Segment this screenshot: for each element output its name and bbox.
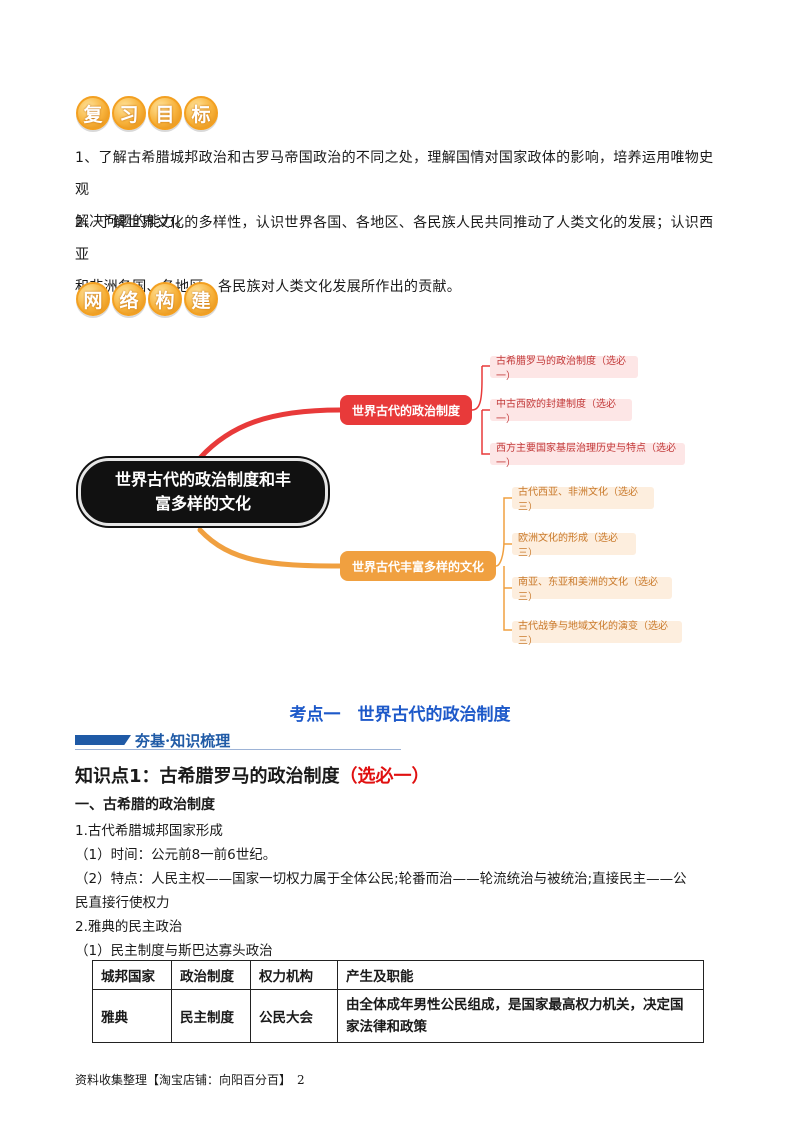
badge-char: 络 bbox=[112, 282, 146, 316]
center-line-1: 世界古代的政治制度和丰 bbox=[114, 470, 291, 489]
leaf-culture: 欧洲文化的形成（选必三） bbox=[512, 533, 636, 559]
content-line: 1.古代希腊城邦国家形成 bbox=[75, 823, 223, 839]
content-line: （1）民主制度与斯巴达寡头政治 bbox=[75, 943, 273, 959]
content-line: （2）特点：人民主权——国家一切权力属于全体公民;轮番而治——轮流统治与被统治;… bbox=[75, 871, 687, 887]
table-header-cell: 权力机构 bbox=[250, 960, 338, 990]
content-line: （1）时间：公元前8一前6世纪。 bbox=[75, 847, 277, 863]
table-cell: 雅典 bbox=[92, 989, 172, 1043]
table-header-cell: 城邦国家 bbox=[92, 960, 172, 990]
leaf-culture: 古代西亚、非洲文化（选必三） bbox=[512, 487, 654, 513]
badge-char: 复 bbox=[76, 96, 110, 130]
mindmap-connectors bbox=[197, 365, 512, 631]
review-goals-badge: 复 习 目 标 bbox=[76, 96, 218, 130]
political-system-table: 城邦国家 政治制度 权力机构 产生及职能 雅典 民主制度 公民大会 由全体成年男… bbox=[92, 960, 704, 1043]
connector-culture-leaves bbox=[495, 497, 512, 631]
banner-bar bbox=[75, 735, 131, 745]
leaf-political: 西方主要国家基层治理历史与特点（选必一） bbox=[490, 443, 685, 469]
kp-title-main: 知识点1：古希腊罗马的政治制度 bbox=[75, 766, 340, 787]
table-header-cell: 政治制度 bbox=[171, 960, 251, 990]
badge-char: 构 bbox=[148, 282, 182, 316]
table-cell: 由全体成年男性公民组成，是国家最高权力机关，决定国家法律和政策 bbox=[337, 989, 704, 1043]
goal-2-line-1: 2、了解世界文化的多样性，认识世界各国、各地区、各民族人民共同推动了人类文化的发… bbox=[75, 215, 714, 263]
leaf-political: 中古西欧的封建制度（选必一） bbox=[490, 399, 632, 425]
kp-title-tag: （选必一） bbox=[339, 766, 430, 787]
leaf-culture: 古代战争与地域文化的演变（选必三） bbox=[512, 621, 682, 647]
connector-political bbox=[197, 407, 343, 461]
badge-char: 建 bbox=[184, 282, 218, 316]
badge-char: 标 bbox=[184, 96, 218, 130]
leaf-culture: 南亚、东亚和美洲的文化（选必三） bbox=[512, 577, 672, 603]
mindmap-center-node: 世界古代的政治制度和丰 富多样的文化 bbox=[78, 458, 328, 526]
connector-culture bbox=[197, 527, 343, 569]
content-line: 2.雅典的民主政治 bbox=[75, 919, 183, 935]
knowledge-point-title: 知识点1：古希腊罗马的政治制度（选必一） bbox=[75, 762, 430, 788]
content-line: 民直接行使权力 bbox=[75, 895, 170, 911]
table-cell: 民主制度 bbox=[171, 989, 251, 1043]
leaf-political: 古希腊罗马的政治制度（选必一） bbox=[490, 356, 638, 382]
table-header-cell: 产生及职能 bbox=[337, 960, 704, 990]
goal-1: 1、了解古希腊城邦政治和古罗马帝国政治的不同之处，理解国情对国家政体的影响，培养… bbox=[75, 142, 725, 238]
knowledge-banner: 夯基·知识梳理 bbox=[75, 730, 401, 752]
goal-1-line-2: 解决问题的能力。 bbox=[75, 214, 190, 230]
heading-greece: 一、古希腊的政治制度 bbox=[75, 797, 215, 813]
exam-point-title: 考点一 世界古代的政治制度 bbox=[289, 705, 511, 725]
page-footer: 资料收集整理【淘宝店铺：向阳百分百】 2 bbox=[75, 1073, 305, 1087]
badge-char: 习 bbox=[112, 96, 146, 130]
table-cell: 公民大会 bbox=[250, 989, 338, 1043]
goal-1-line-1: 1、了解古希腊城邦政治和古罗马帝国政治的不同之处，理解国情对国家政体的影响，培养… bbox=[75, 150, 714, 198]
table-header-row: 城邦国家 政治制度 权力机构 产生及职能 bbox=[92, 960, 704, 990]
badge-char: 网 bbox=[76, 282, 110, 316]
table-row: 雅典 民主制度 公民大会 由全体成年男性公民组成，是国家最高权力机关，决定国家法… bbox=[92, 989, 704, 1043]
branch-culture: 世界古代丰富多样的文化 bbox=[340, 551, 496, 581]
banner-underline bbox=[75, 749, 401, 750]
banner-text: 夯基·知识梳理 bbox=[135, 732, 231, 750]
center-line-2: 富多样的文化 bbox=[154, 494, 251, 513]
badge-char: 目 bbox=[148, 96, 182, 130]
network-badge: 网 络 构 建 bbox=[76, 282, 218, 316]
branch-political: 世界古代的政治制度 bbox=[340, 395, 472, 425]
connector-political-leaves bbox=[471, 365, 490, 455]
